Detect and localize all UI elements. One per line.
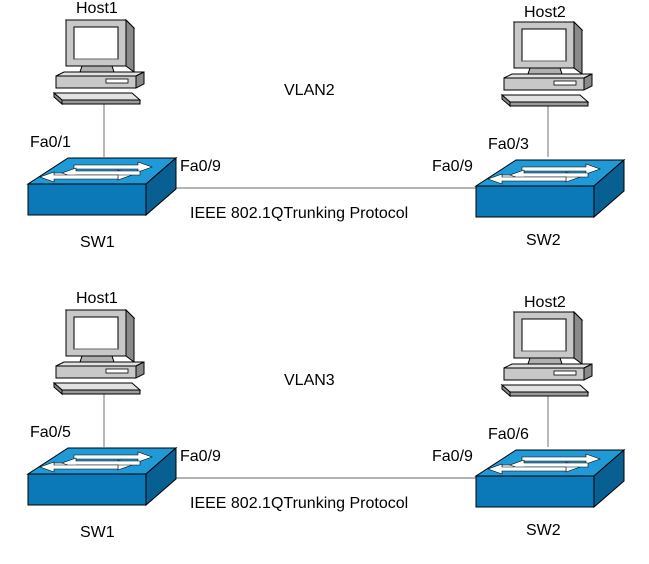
sw1-trunk-port-label: Fa0/9 <box>180 158 221 175</box>
host2-port-label: Fa0/3 <box>488 136 529 153</box>
host2-computer-icon <box>501 21 593 107</box>
host2-label: Host2 <box>524 4 566 21</box>
vlan-label: VLAN2 <box>284 82 335 99</box>
sw2-label: SW2 <box>526 522 561 539</box>
host1-port-label: Fa0/1 <box>30 134 71 151</box>
host1-label: Host1 <box>76 0 118 17</box>
host2-label: Host2 <box>524 294 566 311</box>
sw2-switch-icon <box>475 449 625 508</box>
sw1-label: SW1 <box>80 234 115 251</box>
sw2-label: SW2 <box>526 232 561 249</box>
sw2-switch-icon <box>475 159 625 218</box>
host1-computer-icon <box>53 19 145 105</box>
sw1-switch-icon <box>27 157 177 216</box>
vlan-label: VLAN3 <box>284 372 335 389</box>
sw1-label: SW1 <box>80 524 115 541</box>
host1-label: Host1 <box>76 290 118 307</box>
host2-computer-icon <box>501 311 593 397</box>
sw2-trunk-port-label: Fa0/9 <box>432 158 473 175</box>
sw2-trunk-port-label: Fa0/9 <box>432 448 473 465</box>
trunk-protocol-label: IEEE 802.1QTrunking Protocol <box>190 495 409 512</box>
host2-port-label: Fa0/6 <box>488 426 529 443</box>
trunk-protocol-label: IEEE 802.1QTrunking Protocol <box>190 205 409 222</box>
host1-port-label: Fa0/5 <box>30 424 71 441</box>
sw1-switch-icon <box>27 447 177 506</box>
host1-computer-icon <box>53 309 145 395</box>
sw1-trunk-port-label: Fa0/9 <box>180 448 221 465</box>
